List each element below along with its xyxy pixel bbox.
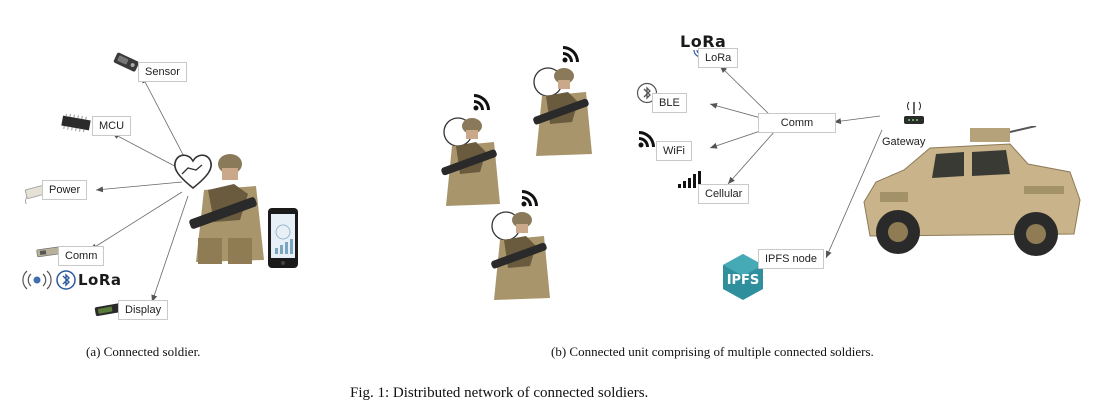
wifi-signal-icon — [472, 90, 496, 112]
bluetooth-icon — [56, 270, 76, 290]
panel-a-caption: (a) Connected soldier. — [86, 344, 200, 360]
figure-caption: Fig. 1: Distributed network of connected… — [350, 385, 648, 402]
connector-cellular — [728, 131, 775, 184]
wifi-signal-icon — [520, 186, 544, 208]
soldier-figure — [178, 150, 270, 268]
wifi-signal-icon — [561, 42, 585, 64]
microchip-icon — [58, 114, 94, 132]
ipfs-node-box: IPFS node — [758, 249, 824, 269]
power-box: Power — [42, 180, 87, 200]
ipfs-logo-text: IPFS — [727, 273, 760, 288]
comm-box: Comm — [58, 246, 104, 266]
smartphone-icon — [266, 206, 300, 270]
cellular-box: Cellular — [698, 184, 749, 204]
armored-vehicle — [860, 126, 1086, 260]
panel-b-caption: (b) Connected unit comprising of multipl… — [551, 344, 874, 360]
connector-comm — [90, 192, 182, 250]
panel-b-connectors — [710, 66, 882, 258]
lora-box: LoRa — [698, 48, 738, 68]
soldier-figure — [486, 206, 558, 302]
wifi-box: WiFi — [656, 141, 692, 161]
connector-lora — [720, 66, 772, 117]
sensor-box: Sensor — [138, 62, 187, 82]
soldier-figure — [528, 62, 600, 158]
comm-box-unit: Comm — [758, 113, 836, 133]
ble-box: BLE — [652, 93, 687, 113]
display-box: Display — [118, 300, 168, 320]
mcu-box: MCU — [92, 116, 131, 136]
connector-gateway-comm — [834, 116, 880, 122]
lora-logo: LoRa — [78, 271, 122, 289]
soldier-figure — [438, 112, 508, 208]
broadcast-icon — [20, 268, 54, 292]
